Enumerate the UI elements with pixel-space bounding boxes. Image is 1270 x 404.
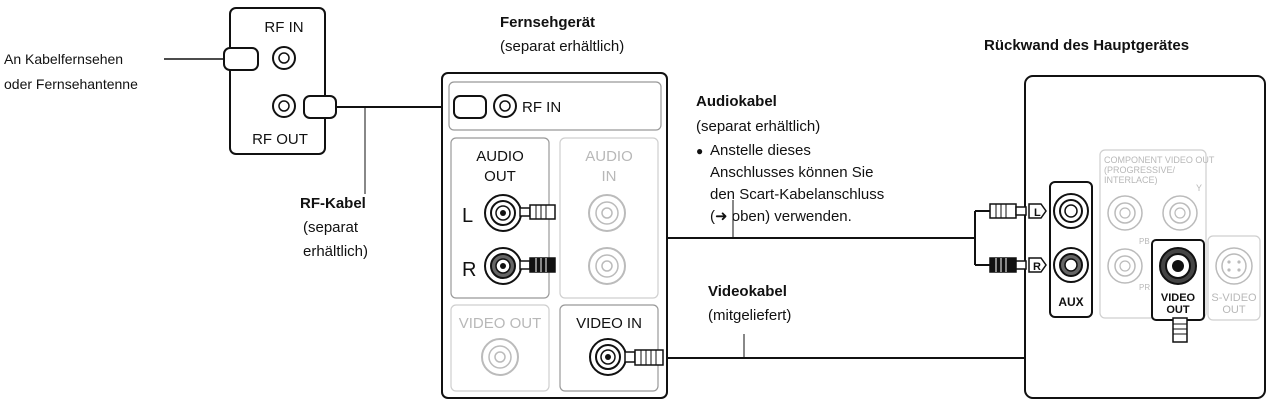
tv-audio-out-line1: AUDIO: [476, 148, 524, 165]
svg-text:L: L: [1034, 207, 1041, 219]
antenna-plug: [223, 47, 259, 71]
tv-video-in-label: VIDEO IN: [576, 315, 642, 332]
component-line3: INTERLACE): [1104, 175, 1158, 185]
audio-cable-tip-line1: Anstelle dieses: [710, 142, 811, 159]
audio-cable-note: (separat erhältlich): [696, 118, 820, 135]
component-y-label: Y: [1196, 183, 1202, 193]
main-unit-panel: L R AUX COMPONENT VIDEO OUT (PROGRESSIVE…: [989, 75, 1266, 399]
main-l-tag: L: [1028, 203, 1047, 219]
tv-note: (separat erhältlich): [500, 38, 624, 55]
splitter-rf-out-jack: [272, 94, 296, 118]
component-line1: COMPONENT VIDEO OUT: [1104, 155, 1215, 165]
tv-rf-in-label: RF IN: [522, 99, 561, 116]
antenna-source-line1: An Kabelfernsehen: [4, 51, 123, 67]
main-audio-plug-r: [989, 257, 1027, 273]
tv-audio-out-line2: OUT: [484, 168, 516, 185]
splitter-rf-in-jack: [272, 46, 296, 70]
tv-rf-in-jack: [493, 94, 517, 118]
component-pr-jack: [1107, 248, 1143, 284]
component-pb-jack: [1107, 195, 1143, 231]
tv-video-out-jack: [481, 338, 519, 376]
component-y-jack: [1162, 195, 1198, 231]
main-video-out-line2: OUT: [1166, 304, 1190, 316]
tv-right-label: R: [462, 259, 476, 281]
tv-left-label: L: [462, 205, 473, 227]
main-unit-title: Rückwand des Hauptgerätes: [984, 37, 1189, 54]
aux-label: AUX: [1058, 295, 1083, 309]
audio-cable-tip-line2: Anschlusses können Sie: [710, 164, 873, 181]
tv-video-out-label: VIDEO OUT: [459, 315, 542, 332]
wall-outlet-box: RF IN RF OUT: [223, 7, 337, 155]
video-cable-note: (mitgeliefert): [708, 307, 791, 324]
tv-audio-out-r-jack: [484, 247, 522, 285]
audio-cable-tip-line4: (➜ oben) verwenden.: [710, 208, 852, 225]
tv-audio-plug-l: [519, 204, 556, 220]
tv-audio-in-line2: IN: [602, 168, 617, 185]
tv-audio-plug-r: [519, 257, 556, 273]
component-pr-label: PR: [1139, 283, 1150, 292]
rf-out-plug: [303, 95, 337, 119]
svideo-line1: S-VIDEO: [1211, 292, 1257, 304]
tv-panel: RF IN AUDIO OUT L R: [441, 72, 668, 399]
splitter-rf-in-label: RF IN: [264, 19, 303, 36]
main-audio-plug-l: [989, 203, 1027, 219]
tv-rf-plug: [453, 95, 487, 119]
tv-audio-in-line1: AUDIO: [585, 148, 633, 165]
audio-cable-bullet: ●: [696, 144, 703, 158]
tv-video-in-jack: [589, 338, 627, 376]
rf-cable-title: RF-Kabel: [300, 195, 366, 212]
main-r-tag: R: [1028, 257, 1047, 273]
svg-text:R: R: [1033, 261, 1041, 273]
aux-l-jack: [1053, 193, 1089, 229]
component-line2: (PROGRESSIVE/: [1104, 165, 1176, 175]
splitter-rf-out-label: RF OUT: [252, 131, 308, 148]
antenna-source-line2: oder Fernsehantenne: [4, 76, 138, 92]
tv-audio-out-l-jack: [484, 194, 522, 232]
tv-video-plug: [624, 349, 664, 366]
video-cable-title: Videokabel: [708, 283, 787, 300]
tv-audio-in-r-jack: [588, 247, 626, 285]
rf-cable-note-line2: erhältlich): [303, 243, 368, 260]
tv-title: Fernsehgerät: [500, 14, 595, 31]
audio-cable-tip-line3: den Scart-Kabelanschluss: [710, 186, 884, 203]
tv-audio-in-l-jack: [588, 194, 626, 232]
component-pb-label: PB: [1139, 237, 1150, 246]
audio-cable-title: Audiokabel: [696, 93, 777, 110]
main-video-plug: [1172, 317, 1188, 343]
aux-r-jack: [1053, 247, 1089, 283]
main-video-out-line1: VIDEO: [1161, 292, 1196, 304]
rf-cable-note-line1: (separat: [303, 219, 359, 236]
svideo-line2: OUT: [1222, 304, 1246, 316]
svideo-jack: [1215, 247, 1253, 285]
main-video-out-jack: [1159, 247, 1197, 285]
